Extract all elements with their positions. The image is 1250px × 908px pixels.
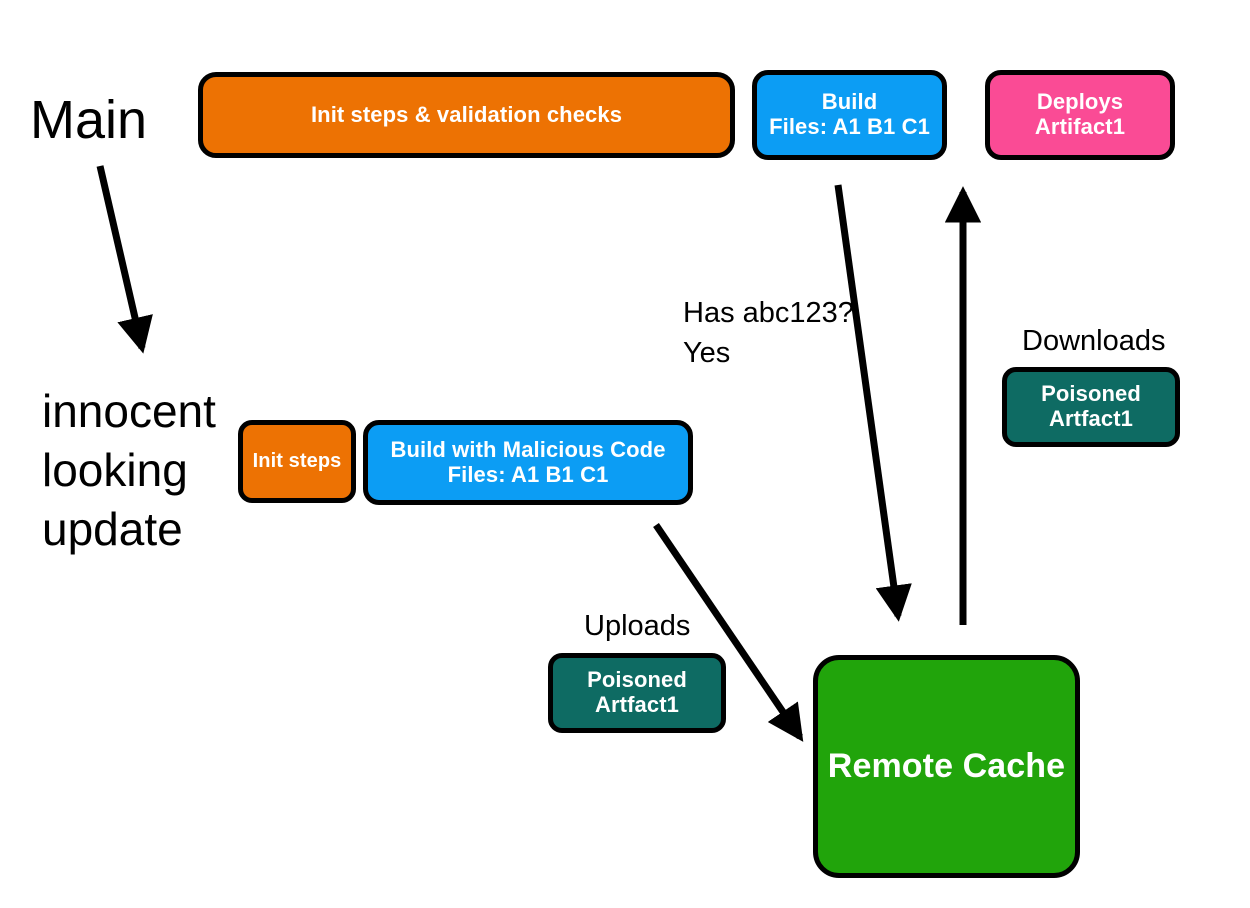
node-line: Artfact1: [1049, 406, 1133, 431]
node-line: Files: A1 B1 C1: [769, 114, 930, 139]
label-downloads: Downloads: [1022, 325, 1166, 357]
node-build-with-malicious-code[interactable]: Build with Malicious Code Files: A1 B1 C…: [363, 420, 693, 505]
node-build[interactable]: Build Files: A1 B1 C1: [752, 70, 947, 160]
node-poisoned-artifact-downloaded[interactable]: Poisoned Artfact1: [1002, 367, 1180, 447]
node-line: Artifact1: [1034, 114, 1126, 139]
node-line: Remote Cache: [827, 747, 1066, 786]
node-line: Files: A1 B1 C1: [447, 461, 609, 487]
node-deploys-artifact[interactable]: Deploys Artifact1: [985, 70, 1175, 160]
lane-label-main: Main: [30, 90, 148, 150]
node-line: Poisoned: [1041, 381, 1141, 407]
node-remote-cache[interactable]: Remote Cache: [813, 655, 1080, 878]
node-line: Init steps: [252, 450, 342, 473]
node-line: Build: [821, 89, 878, 115]
node-init-steps[interactable]: Init steps: [238, 420, 356, 503]
arrow-cache-lookup: [834, 184, 912, 622]
arrow-main-to-branch: [96, 165, 153, 354]
node-line: Build with Malicious Code: [390, 436, 666, 462]
label-uploads: Uploads: [584, 610, 691, 642]
node-init-steps-validation-checks[interactable]: Init steps & validation checks: [198, 72, 735, 158]
node-line: Poisoned: [587, 667, 687, 693]
lane-label-pr: innocent looking update: [42, 385, 216, 555]
node-line: Init steps & validation checks: [310, 101, 623, 127]
node-poisoned-artifact-uploaded[interactable]: Poisoned Artfact1: [548, 653, 726, 733]
node-line: Artfact1: [595, 692, 679, 717]
annotation-cache-lookup: Has abc123? Yes: [683, 297, 854, 370]
node-line: Deploys: [1036, 89, 1124, 115]
